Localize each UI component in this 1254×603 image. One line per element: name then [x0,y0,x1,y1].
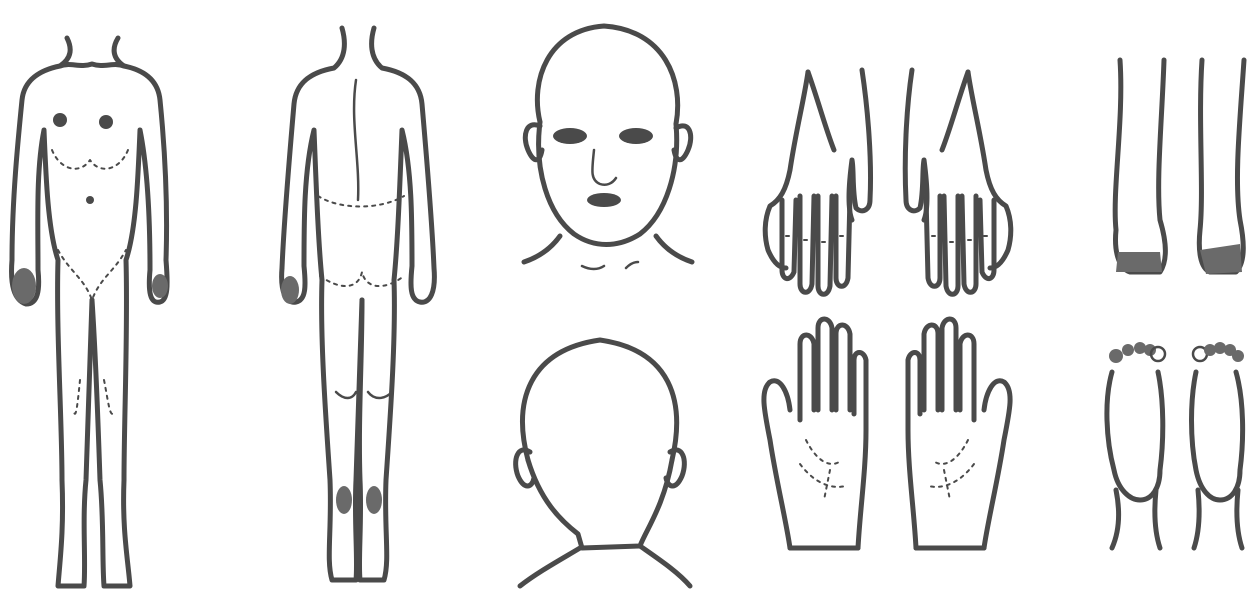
feet-dorsal-view [1115,60,1244,274]
head-back-view [516,340,690,586]
body-back-view [281,28,434,580]
hands-dorsal-view [765,70,1011,294]
body-front-view [12,38,168,586]
head-front-view [524,26,692,269]
feet-plantar-view [1107,342,1244,548]
hands-palmar-view [764,319,1010,548]
